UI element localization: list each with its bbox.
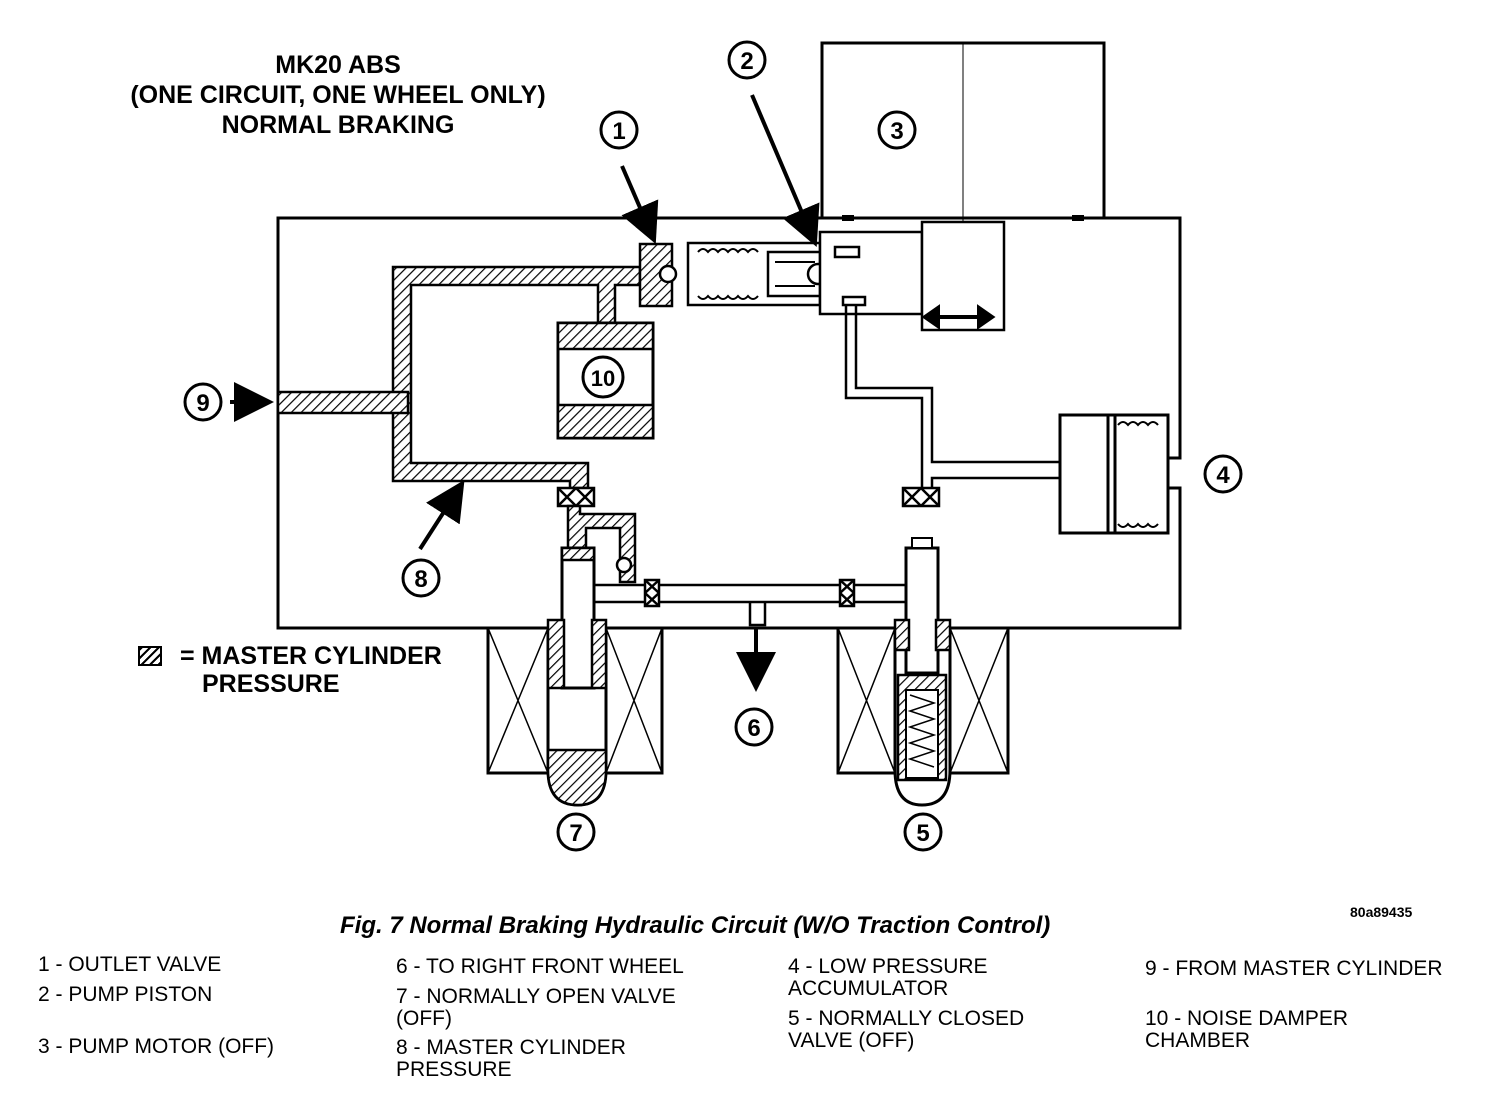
callout-3: 3 xyxy=(890,118,903,145)
title-line-1: MK20 ABS xyxy=(275,51,401,79)
callout-circles xyxy=(183,40,1243,852)
key-item-3: 3 - PUMP MOTOR (OFF) xyxy=(38,1035,275,1058)
callout-4: 4 xyxy=(1216,462,1230,489)
callout-8: 8 xyxy=(414,566,427,593)
title-line-2: (ONE CIRCUIT, ONE WHEEL ONLY) xyxy=(130,81,546,109)
figure-caption: Fig. 7 Normal Braking Hydraulic Circuit … xyxy=(340,912,1051,939)
normally-open-valve xyxy=(486,546,664,807)
key-item-8: 8 - MASTER CYLINDER PRESSURE xyxy=(396,1036,626,1081)
motor-shaft-double-arrow xyxy=(921,304,996,330)
noise-damper-chamber xyxy=(556,321,655,440)
check-valves xyxy=(556,486,941,608)
callout-10: 10 xyxy=(591,366,615,391)
key-item-4: 4 - LOW PRESSURE ACCUMULATOR xyxy=(788,955,988,1000)
key-item-6: 6 - TO RIGHT FRONT WHEEL xyxy=(396,955,684,978)
callout-6: 6 xyxy=(747,715,760,742)
normally-closed-valve xyxy=(836,537,1010,807)
legend-line-1: = MASTER CYLINDER xyxy=(180,642,442,670)
return-passages xyxy=(585,305,1060,627)
key-item-1: 1 - OUTLET VALVE xyxy=(38,953,222,976)
hatch-swatch xyxy=(138,646,162,666)
title-line-3: NORMAL BRAKING xyxy=(221,111,455,139)
key-item-9: 9 - FROM MASTER CYLINDER xyxy=(1145,957,1443,980)
callout-5: 5 xyxy=(916,820,929,847)
callout-7: 7 xyxy=(569,820,582,847)
callout-1: 1 xyxy=(612,118,625,145)
callout-9: 9 xyxy=(196,390,209,417)
callout-2: 2 xyxy=(740,48,753,75)
key-item-5: 5 - NORMALLY CLOSED VALVE (OFF) xyxy=(788,1007,1025,1052)
legend-line-2: PRESSURE xyxy=(202,670,340,698)
pump-piston-assembly xyxy=(658,220,1006,332)
key-item-2: 2 - PUMP PISTON xyxy=(38,983,213,1006)
key-item-10: 10 - NOISE DAMPER CHAMBER xyxy=(1145,1007,1349,1052)
figure-code: 80a89435 xyxy=(1350,904,1413,920)
diagram-title: MK20 ABS (ONE CIRCUIT, ONE WHEEL ONLY) N… xyxy=(88,50,588,140)
piston-springs xyxy=(697,248,815,300)
low-pressure-accumulator xyxy=(1058,413,1170,535)
key-item-7: 7 - NORMALLY OPEN VALVE (OFF) xyxy=(396,985,676,1030)
leader-arrows xyxy=(230,94,820,692)
